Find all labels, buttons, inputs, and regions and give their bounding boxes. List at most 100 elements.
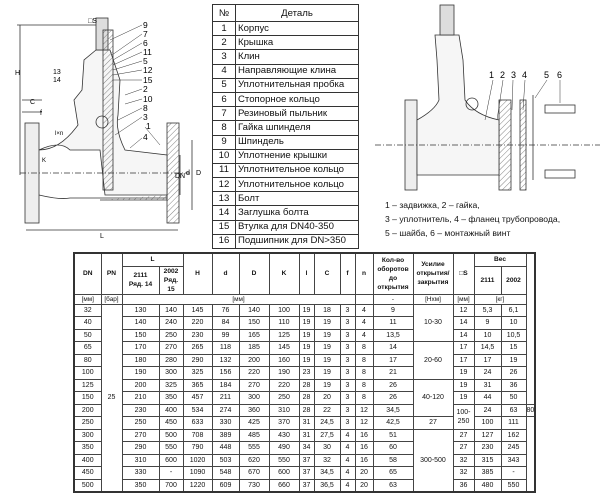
part-name: Заглушка болта — [235, 205, 359, 221]
cell-k: 145 — [268, 341, 300, 355]
cell-turns: 65 — [372, 466, 414, 480]
cell-n: 8 — [354, 391, 374, 405]
cell-k: 600 — [268, 466, 300, 480]
cell-l-2111: 150 — [121, 328, 160, 342]
cell-f: 4 — [339, 466, 356, 480]
cell-l-2002: 280 — [158, 353, 184, 367]
callout-10: 10 — [143, 94, 153, 104]
part-name: Стопорное кольцо — [235, 91, 359, 108]
cell-d: 84 — [211, 316, 240, 330]
dim-plug: 14 — [53, 77, 61, 84]
install-callout-5: 5 — [544, 70, 549, 80]
install-callout-3: 3 — [511, 70, 516, 80]
cell-dn: 65 — [73, 341, 102, 355]
callout-15: 15 — [143, 75, 153, 85]
col-n: n — [354, 252, 374, 295]
col-l-small: l — [298, 252, 315, 295]
install-caption-line-3: 5 – шайба, 6 – монтажный винт — [385, 228, 511, 238]
cell-turns: 13,5 — [372, 328, 414, 342]
unit-weight: [кг] — [473, 293, 527, 305]
cell-c: 19 — [313, 328, 341, 342]
cell-d: 99 — [211, 328, 240, 342]
cell-l-2002: 600 — [158, 453, 184, 467]
cell-turns: 51 — [372, 428, 414, 442]
unit-dn: [мм] — [73, 293, 102, 305]
cell-dn: 450 — [73, 466, 102, 480]
cell-d: 503 — [211, 453, 240, 467]
dim-h: H — [15, 70, 20, 77]
cell-weight-2111: 44 — [473, 391, 502, 405]
cell-l: 37 — [298, 466, 315, 480]
callout-1: 1 — [146, 121, 151, 131]
cell-weight-2002: 245 — [500, 441, 527, 455]
dim-D: D — [196, 170, 201, 177]
cell-D: 270 — [238, 378, 270, 392]
cell-c: 20 — [313, 391, 341, 405]
cell-f: 4 — [339, 441, 356, 455]
cell-pn: 25 — [100, 303, 123, 493]
dim-square-s: □S — [88, 18, 97, 25]
cell-s: 27 — [412, 416, 454, 430]
part-name: Подшипник для DN>350 — [235, 233, 359, 250]
cell-weight-2111: 31 — [473, 378, 502, 392]
part-name: Втулка для DN40-350 — [235, 219, 359, 235]
cell-d: 274 — [211, 403, 240, 417]
cell-l-2111: 190 — [121, 366, 160, 380]
cell-n: 12 — [354, 403, 374, 417]
cell-turns: 21 — [372, 366, 414, 380]
col-d-small: d — [211, 252, 240, 295]
cell-l-2111: 270 — [121, 428, 160, 442]
cell-h: 325 — [182, 366, 213, 380]
cell-D: 185 — [238, 341, 270, 355]
cell-weight-2002: 15 — [500, 341, 527, 355]
cell-k: 190 — [268, 366, 300, 380]
callout-11: 11 — [143, 47, 152, 57]
cell-turns: 26 — [372, 378, 414, 392]
cell-k: 550 — [268, 453, 300, 467]
install-callout-2: 2 — [500, 70, 505, 80]
cell-l: 23 — [298, 366, 315, 380]
cell-n: 8 — [354, 366, 374, 380]
dim-l: L — [100, 233, 104, 240]
cell-dn: 80 — [73, 353, 102, 367]
cell-h: 1220 — [182, 478, 213, 493]
cell-d: 389 — [211, 428, 240, 442]
cell-turns: 26 — [372, 391, 414, 405]
cell-l-2111: 330 — [121, 466, 160, 480]
cell-weight-2111: 14,5 — [473, 341, 502, 355]
cell-D: 730 — [238, 478, 270, 493]
cell-d: 132 — [211, 353, 240, 367]
cell-l-2111: 180 — [121, 353, 160, 367]
cell-l-2111: 310 — [121, 453, 160, 467]
cell-torque: 100-250 — [452, 403, 475, 430]
cell-n: 8 — [354, 378, 374, 392]
cell-s: 36 — [452, 478, 475, 493]
col-d-large: D — [238, 252, 270, 295]
cell-l-2111: 290 — [121, 441, 160, 455]
col-f: f — [339, 252, 356, 295]
col-dn: DN — [73, 252, 102, 295]
cell-n: 16 — [354, 428, 374, 442]
cell-D: 300 — [238, 391, 270, 405]
cell-d: 211 — [211, 391, 240, 405]
cell-D: 165 — [238, 328, 270, 342]
cell-turns: 60 — [372, 441, 414, 455]
cell-s: 19 — [452, 366, 475, 380]
col-h: H — [182, 252, 213, 295]
cell-l-2002: 250 — [158, 328, 184, 342]
cell-d: 118 — [211, 341, 240, 355]
cell-f: 3 — [339, 416, 356, 430]
cell-n: 20 — [354, 478, 374, 493]
cell-k: 250 — [268, 391, 300, 405]
part-name: Клин — [235, 49, 359, 65]
cell-f: 3 — [339, 366, 356, 380]
cell-l-2002: 450 — [158, 416, 184, 430]
